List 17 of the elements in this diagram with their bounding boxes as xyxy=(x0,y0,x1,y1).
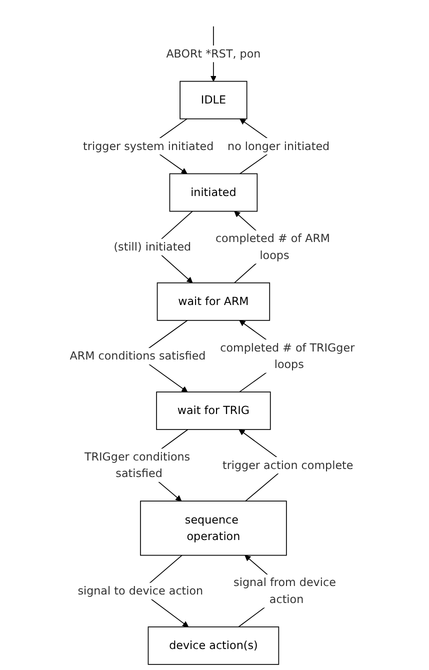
edge-label: completed # of TRIGger loops xyxy=(220,340,356,371)
edge-label: no longer initiated xyxy=(228,139,330,153)
node-box: initiated xyxy=(170,173,258,212)
edge-label: completed # of ARM loops xyxy=(216,232,330,262)
node-box: IDLE xyxy=(180,80,248,120)
node-box: sequence operation xyxy=(140,500,288,556)
edge-label: ARM conditions satisfied xyxy=(70,349,206,362)
edge-label: signal to device action xyxy=(78,584,204,598)
edge-label: trigger system initiated xyxy=(83,139,214,153)
node-box: device action(s) xyxy=(148,626,280,665)
edge-label: signal from device action xyxy=(234,576,336,606)
edge-label: TRIGger conditions satisfied xyxy=(84,450,190,480)
edge-label: (still) initiated xyxy=(114,240,192,254)
node-box: wait for ARM xyxy=(157,282,270,321)
node-box: wait for TRIG xyxy=(156,392,272,430)
edge-label: ABORt *RST, pon xyxy=(166,46,262,60)
edge-label: trigger action complete xyxy=(222,458,354,472)
